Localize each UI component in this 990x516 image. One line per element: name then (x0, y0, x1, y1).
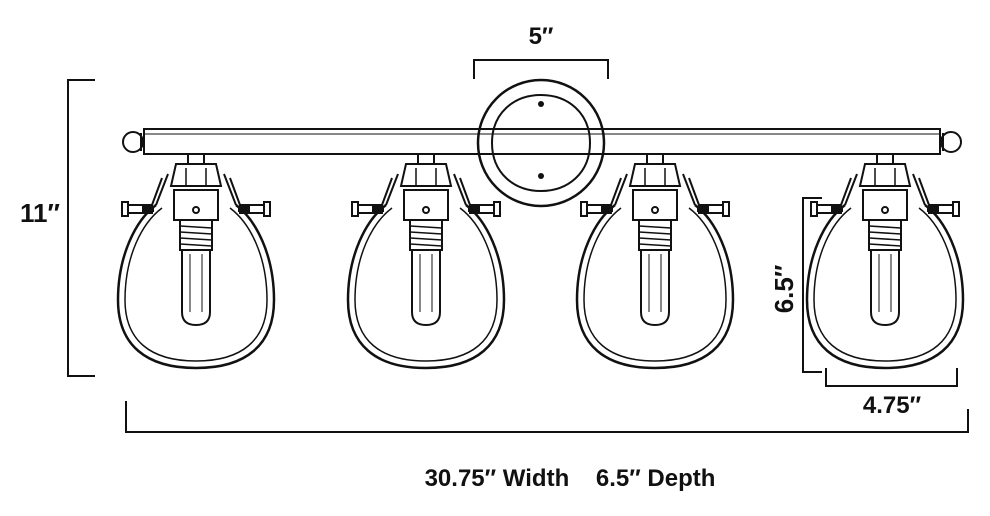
mounting-bar (122, 128, 962, 155)
top-width-label: 5″ (529, 23, 554, 50)
shade-3 (575, 152, 735, 370)
shade-height-dimension: 6.5″ (769, 197, 822, 373)
shade-4 (805, 152, 965, 370)
height-label: 11″ (20, 198, 60, 228)
overall-width-dimension (125, 401, 969, 433)
shade-height-label: 6.5″ (769, 265, 799, 314)
shade-width-dimension: 4.75″ (825, 368, 958, 419)
mount-screw-top (538, 101, 544, 107)
footer-dimensions: 30.75″ Width 6.5″ Depth (425, 465, 716, 492)
top-width-dimension: 5″ (473, 23, 609, 79)
shade-2 (346, 152, 506, 370)
wall-backplate (476, 78, 606, 208)
shade-width-label: 4.75″ (863, 392, 922, 419)
shade-1 (116, 152, 276, 370)
height-dimension: 11″ (20, 79, 95, 377)
mount-screw-bottom (538, 173, 544, 179)
